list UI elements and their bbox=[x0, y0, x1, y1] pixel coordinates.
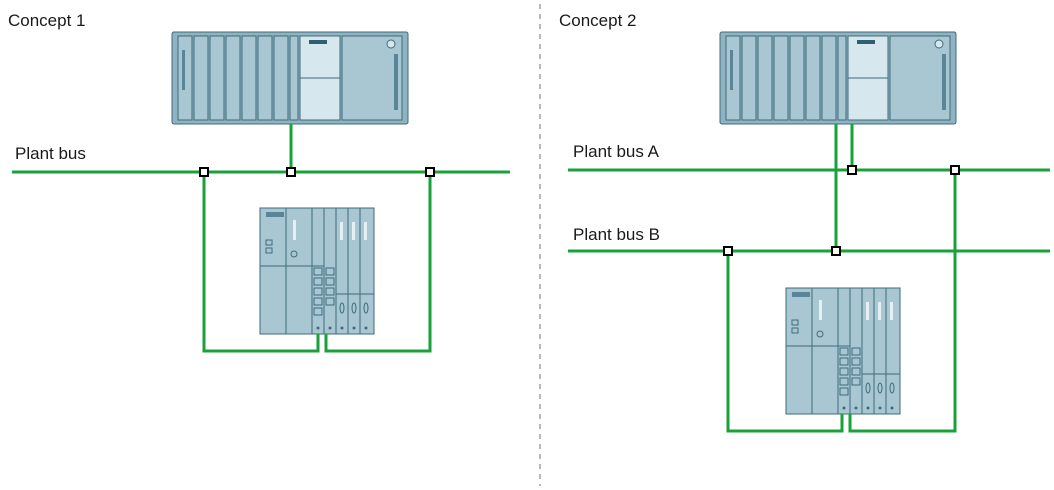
concept-1-title: Concept 1 bbox=[8, 11, 86, 30]
distributed-io-station-icon bbox=[785, 287, 901, 415]
distributed-io-station-icon bbox=[259, 207, 375, 335]
station-redundant-link-left bbox=[726, 251, 844, 433]
plant-bus-b-label: Plant bus B bbox=[573, 225, 660, 244]
bus-node bbox=[831, 246, 841, 256]
plant-bus-label: Plant bus bbox=[15, 144, 86, 163]
station-redundant-link-right bbox=[324, 172, 432, 353]
plant-bus-a-label: Plant bus A bbox=[573, 142, 660, 161]
concept-2-panel: Concept 2 Plant bus A Plant bus B bbox=[559, 11, 1050, 433]
bus-node bbox=[425, 167, 435, 177]
automation-system-rack-icon bbox=[171, 31, 409, 125]
station-redundant-link-left bbox=[202, 172, 320, 353]
bus-node bbox=[199, 167, 209, 177]
concept-2-title: Concept 2 bbox=[559, 11, 637, 30]
station-redundant-link-right bbox=[848, 170, 957, 433]
concept-1-panel: Concept 1 Plant bus bbox=[8, 11, 510, 353]
bus-node bbox=[723, 246, 733, 256]
automation-system-rack-icon bbox=[719, 31, 957, 125]
bus-node bbox=[286, 167, 296, 177]
bus-node bbox=[950, 165, 960, 175]
bus-node bbox=[847, 165, 857, 175]
